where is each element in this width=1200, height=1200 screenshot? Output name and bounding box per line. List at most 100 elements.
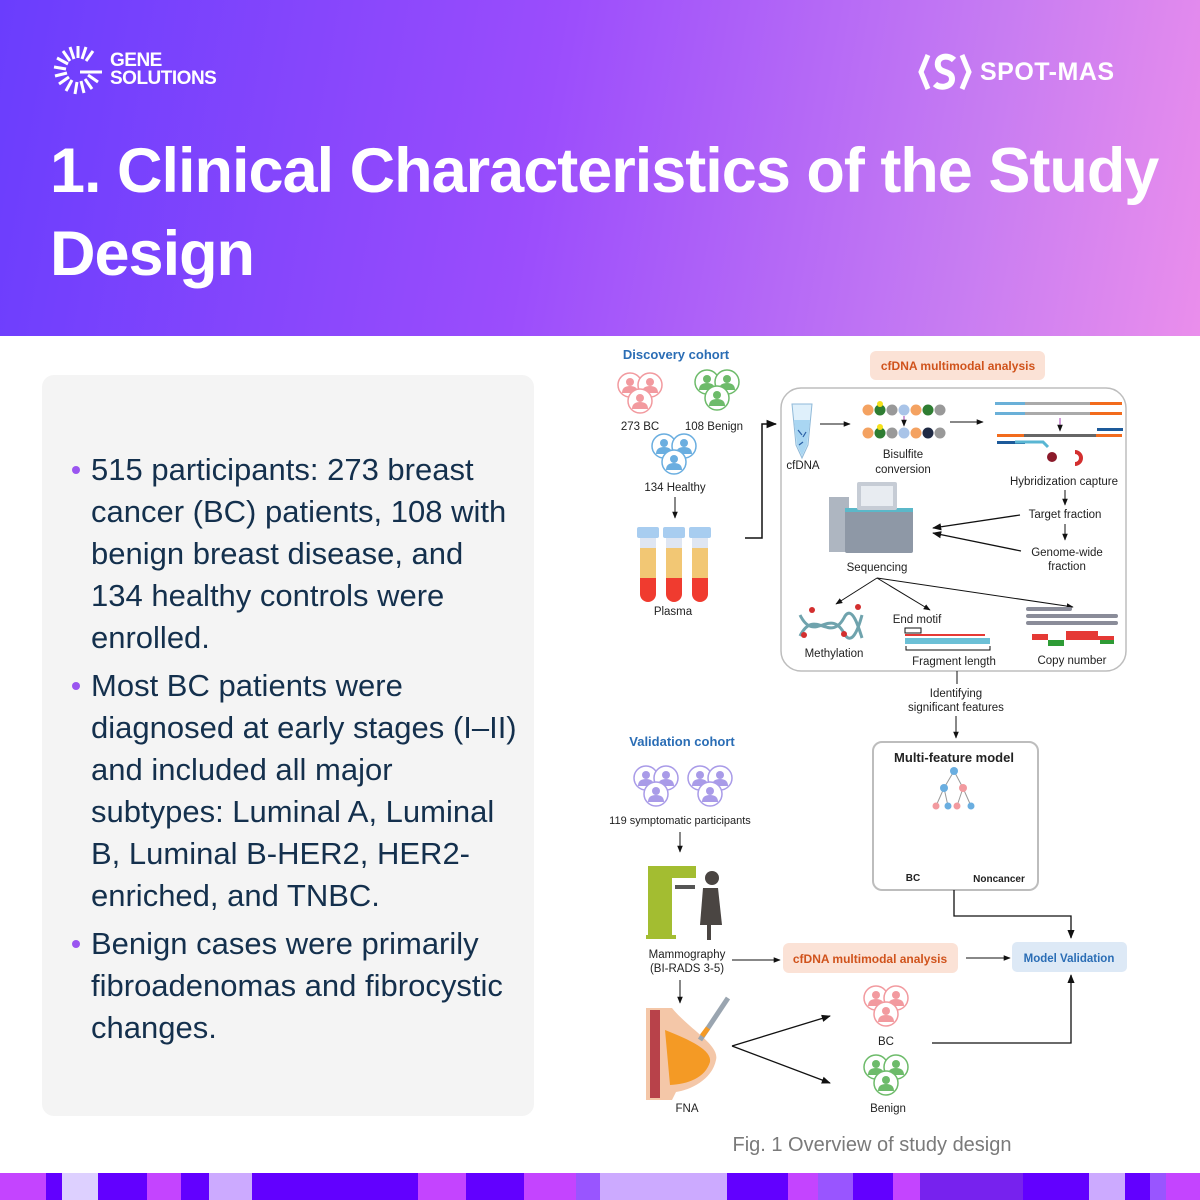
person-icon [697, 781, 723, 807]
fragment-icon [904, 627, 991, 651]
bisulfite-label-2: conversion [875, 464, 931, 476]
methylation-label: Methylation [805, 648, 864, 660]
nucleotide-bead [934, 404, 946, 416]
color-bar-segment [600, 1173, 727, 1200]
model-noncancer-label: Noncancer [973, 874, 1025, 885]
color-bar-segment [0, 1173, 46, 1200]
participant-group-icon [863, 1054, 909, 1096]
participant-group-icon [694, 369, 740, 411]
multimodal-workflow-box [780, 387, 1127, 672]
multimodal-analysis-label: cfDNA multimodal analysis [881, 359, 1036, 373]
multimodal-analysis-badge [870, 351, 1045, 380]
bullet-item: 515 participants: 273 breast cancer (BC)… [70, 449, 520, 659]
person-icon [873, 1001, 899, 1027]
hybridization-label: Hybridization capture [1010, 476, 1118, 488]
arrow [932, 514, 1021, 531]
end-motif-label: End motif [893, 614, 942, 626]
color-bar-segment [1125, 1173, 1150, 1200]
bisulfite-beads-icon [862, 401, 946, 439]
genome-wide-label-2: fraction [1048, 561, 1086, 573]
person-icon [661, 449, 687, 475]
participant-group-icon [863, 985, 909, 1027]
bullet-item: Benign cases were primarily fibroadenoma… [70, 923, 520, 1049]
spot-mas-wordmark: SPOT-MAS [980, 57, 1115, 86]
target-fraction-label: Target fraction [1029, 509, 1102, 521]
participant-group-icon [617, 372, 663, 414]
nucleotide-bead [886, 427, 898, 439]
multimodal-analysis-badge-2 [783, 943, 958, 973]
nucleotide-bead [886, 404, 898, 416]
fna-breast-icon [646, 996, 731, 1100]
nucleotide-bead [934, 427, 946, 439]
tube-blood [640, 578, 656, 602]
color-bar-segment [788, 1173, 818, 1200]
brand-line-1: GENE [110, 50, 162, 71]
mammography-label-1: Mammography [649, 949, 726, 961]
tube-plasma [666, 548, 682, 578]
tube-blood [666, 578, 682, 602]
color-bar-segment [524, 1173, 576, 1200]
decorative-color-bar [0, 1173, 1200, 1200]
mammography-label-2: (BI-RADS 3-5) [650, 963, 724, 975]
nucleotide-bead [862, 427, 874, 439]
color-bar-segment [727, 1173, 788, 1200]
arrow [876, 577, 1074, 609]
copy-number-icon [1026, 607, 1118, 646]
page-title: 1. Clinical Characteristics of the Study… [50, 136, 1159, 289]
person-icon [873, 1070, 899, 1096]
bullet-item: Most BC patients were diagnosed at early… [70, 665, 520, 917]
discovery-cohort-title: Discovery cohort [623, 347, 730, 362]
participant-group-icon [651, 433, 697, 475]
arrow [835, 577, 878, 605]
benign-count-label: 108 Benign [685, 421, 743, 433]
person-icon [704, 385, 730, 411]
color-bar-segment [209, 1173, 252, 1200]
nucleotide-bead [862, 404, 874, 416]
validation-cohort-title: Validation cohort [629, 734, 735, 749]
model-validation-label: Model Validation [1024, 953, 1115, 965]
summary-panel: 515 participants: 273 breast cancer (BC)… [42, 375, 534, 1116]
model-title: Multi-feature model [894, 750, 1014, 765]
arrow [731, 1014, 831, 1047]
study-design-figure: Discovery cohort 273 BC 108 Benign 134 H… [609, 347, 1127, 1156]
methyl-mark [877, 401, 883, 407]
arrow [876, 577, 931, 611]
copy-number-label: Copy number [1037, 655, 1106, 667]
plasma-tubes-icon [637, 527, 711, 602]
sequencer-icon [829, 482, 913, 553]
spot-mas-logo: SPOT-MAS [918, 52, 1115, 92]
nucleotide-bead [898, 427, 910, 439]
model-validation-box [1012, 942, 1127, 972]
nucleotide-bead [922, 427, 934, 439]
decision-tree-icon [932, 767, 975, 810]
tube-cap [663, 527, 685, 538]
color-bar-segment [46, 1173, 62, 1200]
bullet-list: 515 participants: 273 breast cancer (BC)… [70, 449, 520, 1055]
participant-group-icon [687, 765, 733, 807]
color-bar-segment [893, 1173, 920, 1200]
hybridization-capture-icon [995, 402, 1123, 466]
color-bar-segment [1166, 1173, 1200, 1200]
arrow [745, 419, 778, 539]
person-icon [627, 388, 653, 414]
nucleotide-bead [874, 427, 886, 439]
identifying-label-1: Identifying [930, 688, 982, 700]
symptomatic-label: 119 symptomatic participants [609, 815, 751, 827]
color-bar-segment [181, 1173, 209, 1200]
fragment-length-label: Fragment length [912, 656, 996, 668]
tube-body [692, 538, 708, 548]
color-bar-segment [920, 1173, 1023, 1200]
arrow [953, 890, 1075, 939]
tube-plasma [640, 548, 656, 578]
arrow [731, 1045, 831, 1084]
cfdna-label: cfDNA [786, 460, 820, 472]
color-bar-segment [576, 1173, 600, 1200]
nucleotide-bead [898, 404, 910, 416]
plasma-label: Plasma [654, 606, 693, 618]
color-bar-segment [252, 1173, 418, 1200]
color-bar-segment [98, 1173, 147, 1200]
dna-helix-icon [798, 604, 864, 640]
methyl-mark [877, 424, 883, 430]
